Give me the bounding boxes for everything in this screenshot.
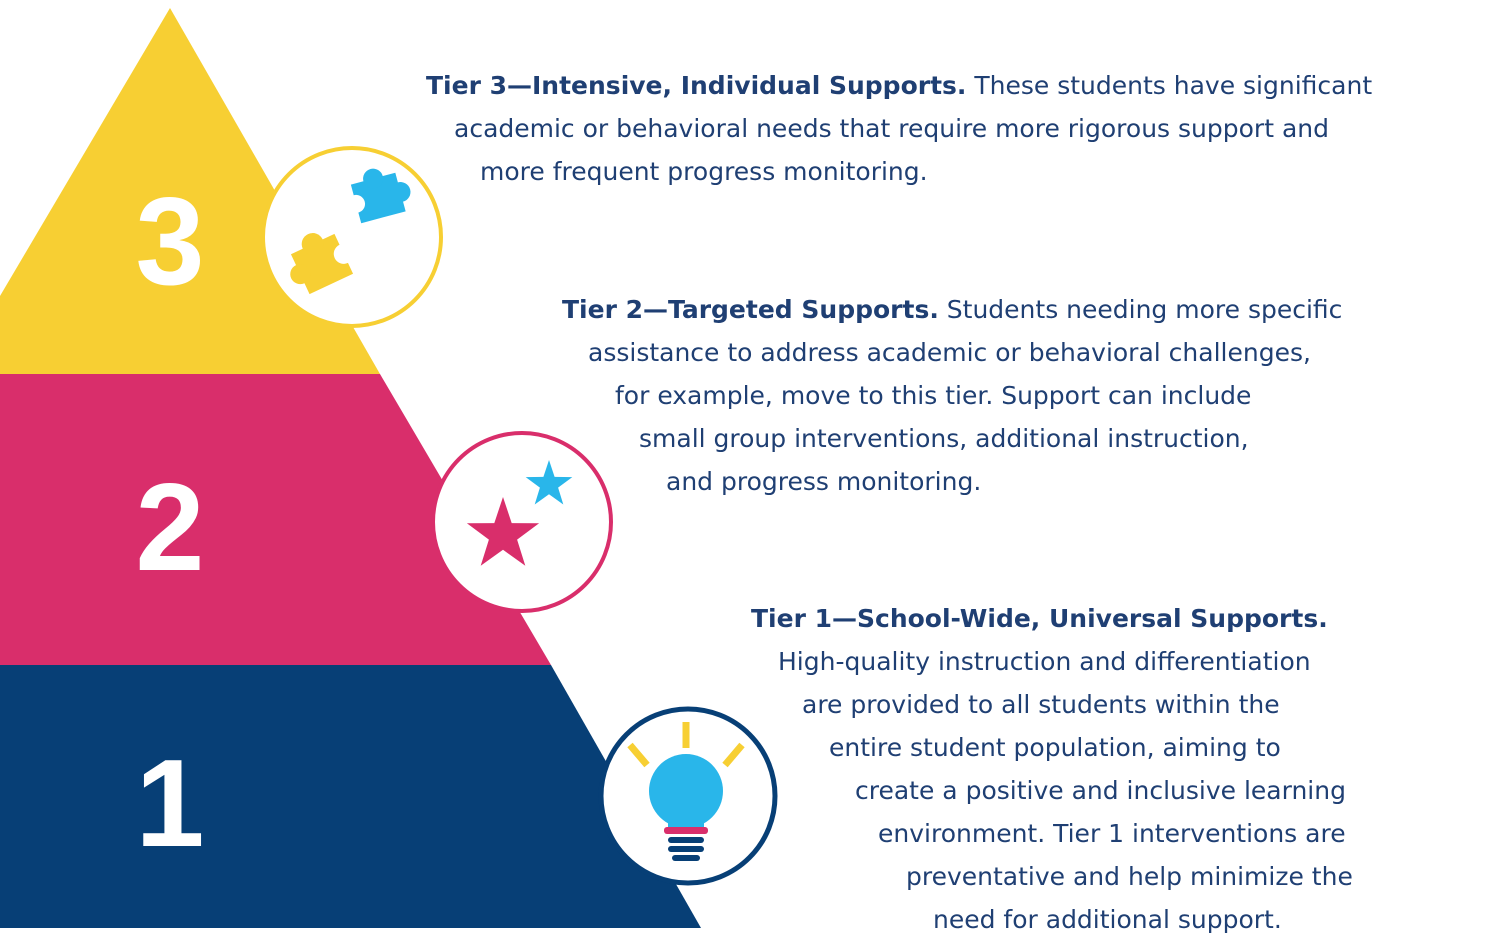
tier-3-line-2: academic or behavioral needs that requir… (454, 114, 1329, 143)
tier-2-description: Tier 2—Targeted Supports. Students needi… (562, 288, 1342, 503)
tier-3-description: Tier 3—Intensive, Individual Supports. T… (426, 64, 1372, 193)
tier-3-title: Tier 3—Intensive, Individual Supports. (426, 71, 967, 100)
tier-1-line-1: High-quality instruction and differentia… (778, 647, 1311, 676)
tier-2-line-5: and progress monitoring. (666, 467, 982, 496)
tier-2-band (0, 374, 551, 665)
tier-1-line-7: need for additional support. (933, 905, 1282, 934)
tier-1-number: 1 (135, 735, 205, 873)
tier-1-line-4: create a positive and inclusive learning (855, 776, 1346, 805)
tier-2-line-3: for example, move to this tier. Support … (615, 381, 1252, 410)
stars-icon (431, 431, 613, 613)
tier-3-line-3: more frequent progress monitoring. (480, 157, 928, 186)
tier-3-line-1: Tier 3—Intensive, Individual Supports. T… (426, 71, 1373, 100)
tier-2-number: 2 (135, 459, 205, 597)
tier-2-line-2: assistance to address academic or behavi… (588, 338, 1311, 367)
tier-1-line-5: environment. Tier 1 interventions are (878, 819, 1346, 848)
puzzle-pieces-icon (261, 146, 443, 328)
tier-2-line-1: Tier 2—Targeted Supports. Students needi… (562, 295, 1343, 324)
tier-2-line-4: small group interventions, additional in… (639, 424, 1249, 453)
tier-1-band (0, 665, 701, 928)
tier-1-description: Tier 1—School-Wide, Universal Supports. … (751, 597, 1353, 941)
tier-1-title: Tier 1—School-Wide, Universal Supports. (751, 604, 1328, 633)
tier-3-number: 3 (135, 173, 205, 311)
tier-1-line-2: are provided to all students within the (802, 690, 1280, 719)
tier-2-title: Tier 2—Targeted Supports. (562, 295, 939, 324)
lightbulb-icon (598, 706, 778, 886)
tier-1-line-3: entire student population, aiming to (829, 733, 1281, 762)
tier-1-line-6: preventative and help minimize the (906, 862, 1353, 891)
